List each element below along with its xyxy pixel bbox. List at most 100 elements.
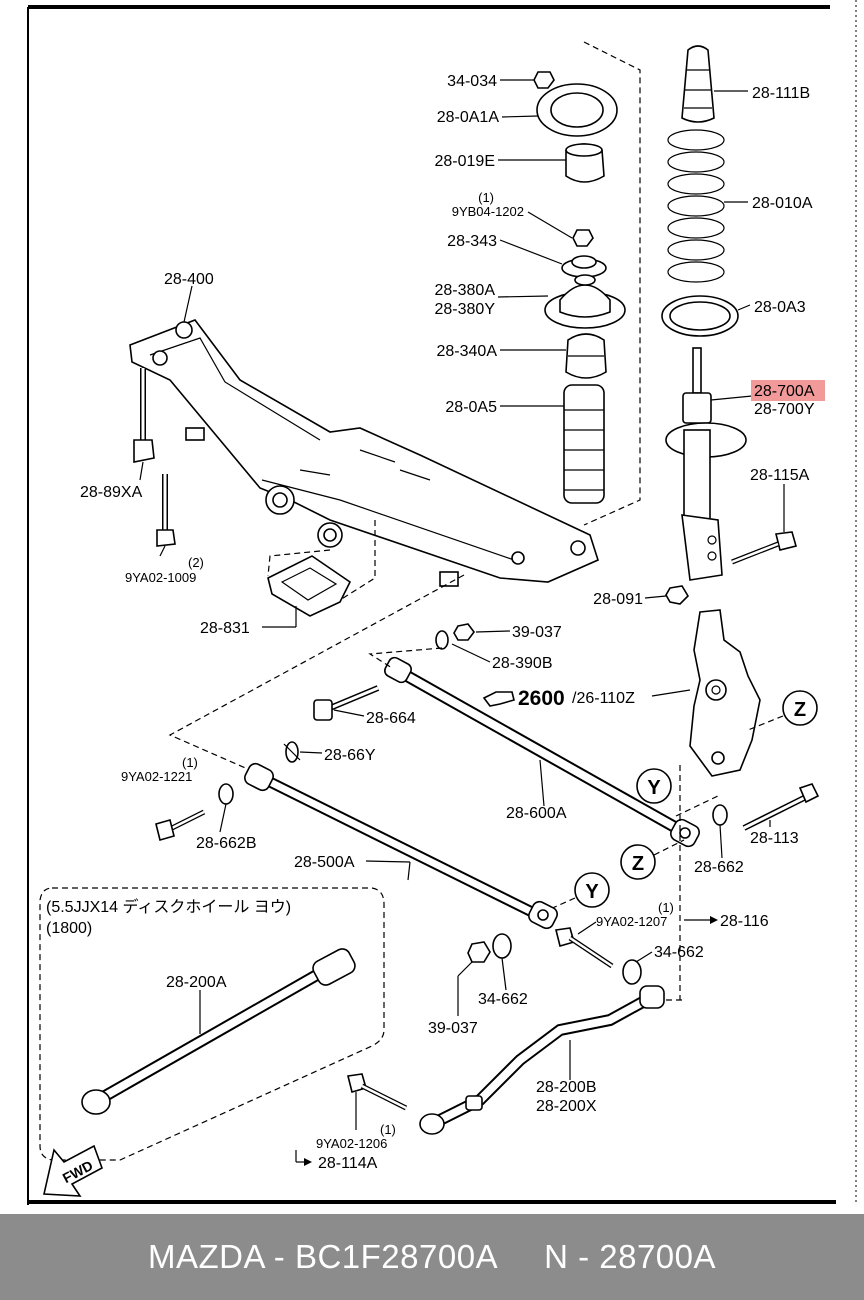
bolt-9ya02-1207	[555, 927, 614, 969]
label-9ya02-1221: 9YA02-1221	[121, 769, 192, 784]
label-9yb04-1202: 9YB04-1202	[452, 204, 524, 219]
bump-stop-28-111b	[681, 45, 715, 123]
label-9ya02-1206-qty: (1)	[380, 1122, 396, 1137]
strut-mount-28-380a	[544, 274, 626, 329]
nut-28-091	[665, 585, 690, 605]
label-28-0a3: 28-0A3	[754, 299, 806, 316]
crossmember-28-400	[129, 319, 599, 587]
washer-28-390b	[435, 630, 449, 650]
nut-34-034	[533, 71, 555, 89]
label-28-091: 28-091	[593, 591, 643, 608]
label-28-66y: 28-66Y	[324, 747, 376, 764]
washer-34-662-right	[622, 959, 642, 985]
label-28-500a: 28-500A	[294, 854, 355, 871]
nut-39-037-lower	[467, 941, 491, 963]
washer-28-343	[561, 255, 607, 278]
washer-28-662b	[218, 783, 234, 805]
footer-short-part: N - 28700A	[544, 1238, 717, 1275]
label-28-400: 28-400	[164, 271, 214, 288]
label-28-200a: 28-200A	[166, 974, 227, 991]
label-34-662-right: 34-662	[654, 944, 704, 961]
svg-text:Z: Z	[794, 699, 806, 721]
mount-plate-28-0a1a	[536, 83, 618, 137]
footer-caption: MAZDA - BC1F28700A N - 28700A	[0, 1214, 864, 1300]
bolt-9ya02-1009	[156, 474, 176, 547]
label-34-034: 34-034	[447, 73, 497, 90]
label-28-0a1a: 28-0A1A	[437, 109, 500, 126]
trailing-link-28-200a	[81, 948, 356, 1115]
label-28-380a: 28-380A	[435, 282, 496, 299]
label-39-037-bottom: 39-037	[428, 1020, 478, 1037]
label-28-200b: 28-200B	[536, 1079, 597, 1096]
marker-y-low: Y	[574, 872, 610, 908]
label-28-343: 28-343	[447, 233, 497, 250]
bolt-28-89xa	[133, 368, 155, 463]
bolt-28-664	[313, 685, 380, 721]
bolt-9ya02-1206	[347, 1073, 408, 1111]
label-28-831: 28-831	[200, 620, 250, 637]
lower-link-28-500a	[244, 762, 558, 930]
svg-text:Y: Y	[647, 777, 661, 799]
label-28-019e: 28-019E	[435, 153, 496, 170]
exploded-parts-diagram: Z Y Z Y	[27, 0, 857, 1205]
label-28-390b: 28-390B	[492, 655, 553, 672]
bolt-28-113	[742, 783, 820, 831]
leader-lines	[139, 79, 785, 1166]
label-9ya02-1207-qty: (1)	[658, 900, 674, 915]
pointer-hand-icon	[482, 691, 515, 707]
bolt-28-115a	[731, 531, 797, 565]
label-9ya02-1206: 9YA02-1206	[316, 1136, 387, 1151]
label-28-111b: 28-111B	[752, 85, 810, 102]
bumper-28-340a	[565, 333, 607, 379]
label-28-340a: 28-340A	[437, 343, 498, 360]
washer-34-662-left	[492, 933, 512, 959]
trailing-link-28-200b	[419, 985, 665, 1135]
label-34-662-left: 34-662	[478, 991, 528, 1008]
label-28-700a: 28-700A	[754, 383, 815, 400]
label-28-700y: 28-700Y	[754, 401, 815, 418]
part-labels: 34-034 28-0A1A 28-019E (1) 9YB04-1202 28…	[46, 73, 825, 1172]
bushing-28-019e	[565, 143, 605, 183]
label-28-380y: 28-380Y	[435, 301, 496, 318]
label-28-200x: 28-200X	[536, 1098, 597, 1115]
nut-9yb04-1202	[572, 229, 594, 247]
inset-note-wheel: (5.5JJX14 ディスクホイール ヨウ)	[46, 897, 291, 916]
label-28-662b: 28-662B	[196, 835, 257, 852]
label-28-116: 28-116	[720, 913, 769, 930]
variant-inset-box	[39, 887, 385, 1161]
shock-absorber-28-700a	[665, 347, 747, 581]
label-28-115a: 28-115A	[750, 467, 810, 484]
svg-text:Z: Z	[632, 853, 644, 875]
label-28-662: 28-662	[694, 859, 744, 876]
marker-z-mid: Z	[620, 844, 656, 880]
nut-39-037	[453, 623, 475, 641]
label-28-0a5: 28-0A5	[445, 399, 497, 416]
inset-note-code: (1800)	[46, 920, 92, 937]
washer-28-662	[712, 804, 728, 826]
label-9yb04-qty: (1)	[478, 190, 494, 205]
label-9ya02-1009: 9YA02-1009	[125, 570, 196, 585]
label-28-114a: 28-114A	[318, 1155, 378, 1172]
washer-28-66y	[283, 741, 301, 763]
label-39-037-top: 39-037	[512, 624, 562, 641]
bracket-28-831	[267, 555, 352, 617]
label-9ya02-1207: 9YA02-1207	[596, 914, 667, 929]
coil-spring-28-010a	[667, 129, 725, 283]
highlight-28-700a	[751, 380, 825, 401]
marker-z-top: Z	[782, 690, 818, 726]
dust-boot-28-0a5	[563, 384, 605, 504]
label-2600: 2600	[518, 687, 565, 710]
label-28-010a: 28-010A	[752, 195, 813, 212]
label-28-664: 28-664	[366, 710, 416, 727]
label-28-113: 28-113	[750, 830, 799, 847]
svg-text:Y: Y	[585, 881, 599, 903]
label-28-89xa: 28-89XA	[80, 484, 143, 501]
fwd-arrow-icon: FWD	[43, 1144, 103, 1197]
label-28-600a: 28-600A	[506, 805, 567, 822]
bolt-9ya02-1221	[155, 809, 206, 841]
marker-y-mid: Y	[636, 768, 672, 804]
label-9ya02-1009-qty: (2)	[188, 555, 204, 570]
label-9ya02-1221-qty: (1)	[182, 755, 198, 770]
footer-brand-part: MAZDA - BC1F28700A	[147, 1238, 499, 1275]
label-26-110z: /26-110Z	[572, 690, 635, 707]
